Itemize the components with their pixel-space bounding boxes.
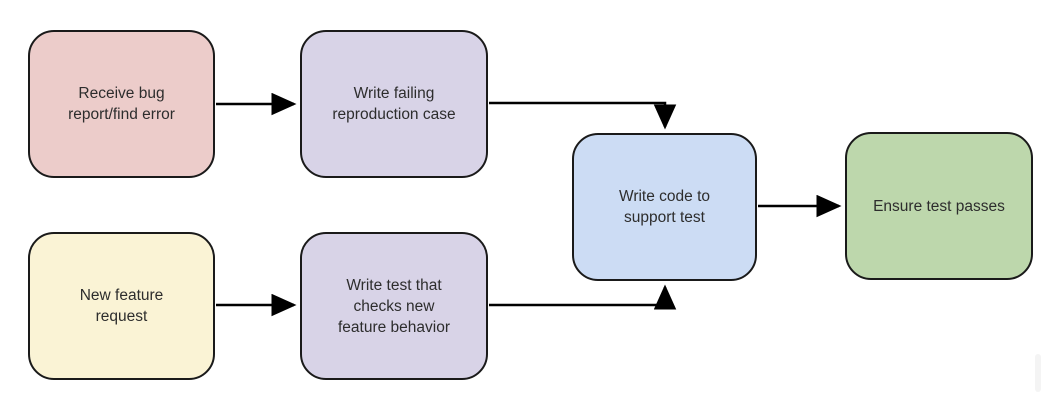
node-write-code-to-support-test: Write code to support test <box>572 133 757 281</box>
node-label: Receive bug report/find error <box>68 85 175 123</box>
arrow-test-to-code <box>489 284 677 310</box>
arrow-repro-to-code <box>489 101 677 130</box>
node-new-feature-request: New feature request <box>28 232 215 380</box>
vertical-scrollbar-thumb[interactable] <box>1035 354 1041 392</box>
node-write-failing-reproduction-case: Write failing reproduction case <box>300 30 488 178</box>
node-ensure-test-passes: Ensure test passes <box>845 132 1033 280</box>
node-label: Write failing reproduction case <box>332 85 456 123</box>
node-write-test-checks-new-feature: Write test that checks new feature behav… <box>300 232 488 380</box>
node-label: Ensure test passes <box>873 197 1005 215</box>
node-label: Write code to support test <box>618 188 711 226</box>
node-receive-bug-report: Receive bug report/find error <box>28 30 215 178</box>
node-label: New feature request <box>79 287 164 325</box>
node-label: Write test that checks new feature behav… <box>337 276 451 336</box>
